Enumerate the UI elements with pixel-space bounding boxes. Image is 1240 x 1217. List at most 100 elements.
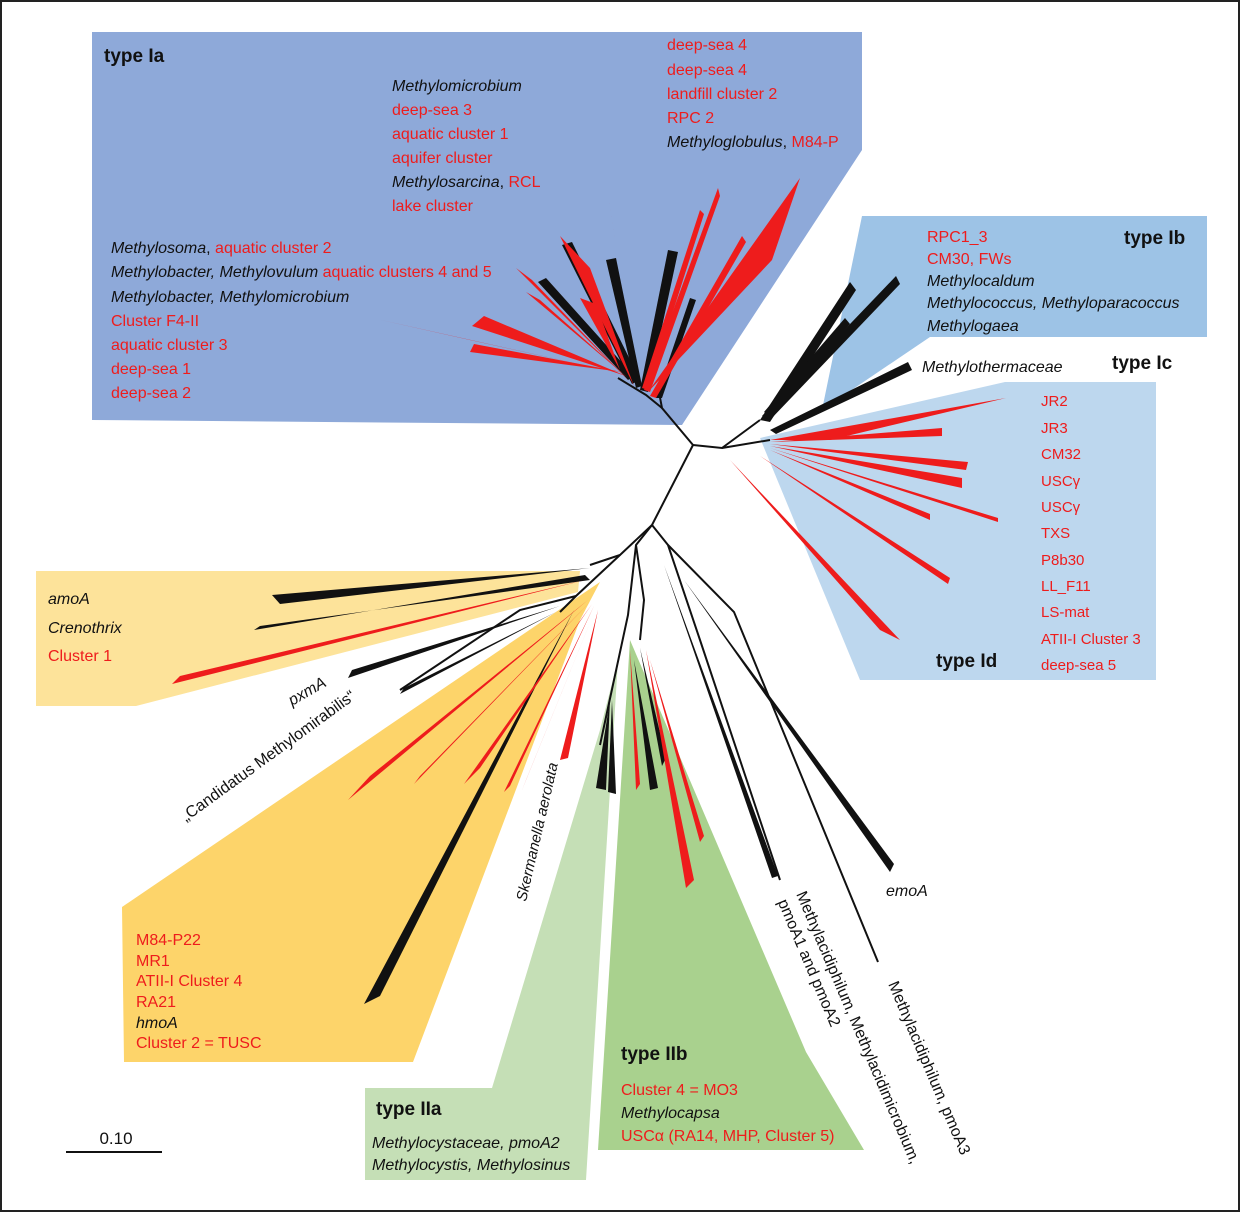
ib-label-methylocaldum: Methylocaldum (927, 273, 1035, 290)
id-label-1: JR3 (1041, 420, 1068, 437)
ib-label-cm30-fws: CM30, FWs (927, 251, 1011, 268)
hmoa-label-ra21: RA21 (136, 994, 176, 1011)
amoa-black-wedge (272, 568, 590, 604)
ia-black-wedge-1 (640, 250, 678, 392)
ia-label-methyloglobulus: Methyloglobulus (667, 134, 783, 151)
id-label-3: USCγ (1041, 473, 1081, 490)
skermanella-black-wedge (596, 700, 610, 790)
label-emoa: emoA (886, 883, 928, 900)
ia-black-wedge-4 (538, 278, 634, 380)
ia-label-rcl: RCL (509, 174, 541, 191)
id-label-5: TXS (1041, 525, 1070, 542)
ia-label-methylomicrobium: Methylomicrobium (392, 78, 522, 95)
cluster1-red-wedge (172, 580, 585, 684)
ic-label-methylothermaceae: Methylothermaceae (922, 359, 1063, 376)
ib-black-wedge-3 (764, 318, 850, 416)
ia-label-m84p: M84-P (792, 134, 839, 151)
ia-label-methylobacter-methylovulum: Methylobacter, Methylovulum (111, 264, 318, 281)
ia-red-wedge-9 (354, 314, 624, 374)
ia-red-wedge-10 (470, 344, 622, 372)
ib-label-methylococcus: Methylococcus, Methyloparacoccus (927, 295, 1180, 312)
ia-red-wedge-3 (642, 210, 704, 390)
ia-label-methylosarcina: Methylosarcina (392, 174, 500, 191)
hmoA-region (122, 582, 600, 1062)
label-cluster-1: Cluster 1 (48, 648, 112, 665)
ia-label-aquifer-cluster: aquifer cluster (392, 150, 493, 167)
label-amoa: amoA (48, 591, 90, 608)
ia-label-methylosoma: Methylosoma (111, 240, 206, 257)
hmoa-red-wedge-5 (522, 608, 596, 790)
hmoa-red-wedge-6 (560, 610, 598, 760)
ia-label-cluster-f4-ii: Cluster F4-II (111, 313, 199, 330)
label-crenothrix: Crenothrix (48, 620, 123, 637)
ib-label-methylogaea: Methylogaea (927, 318, 1019, 335)
ia-label-landfill: landfill cluster 2 (667, 86, 777, 103)
iia-label-methylocystis: Methylocystis, Methylosinus (372, 1157, 570, 1174)
label-pxma: pxmA (285, 674, 330, 710)
id-red-wedge-7 (760, 456, 950, 584)
hmoa-label-mr1: MR1 (136, 953, 170, 970)
type-id-header: type Id (936, 651, 997, 672)
type-ic-header: type Ic (1112, 353, 1173, 374)
ia-red-wedge-12 (650, 236, 746, 398)
type-ia-header: type Ia (104, 46, 165, 67)
iib-label-cluster-4: Cluster 4 = MO3 (621, 1082, 738, 1099)
ia-label-lake-cluster: lake cluster (392, 198, 474, 215)
id-red-wedge-6 (770, 450, 930, 520)
hmoa-label-m84-p22: M84-P22 (136, 932, 201, 949)
pmoa12-black-wedge (664, 565, 778, 878)
id-red-wedge-5 (770, 448, 998, 522)
ia-red-wedge-7 (526, 292, 628, 378)
type-iib-region (598, 640, 864, 1150)
id-label-9: ATII-I Cluster 3 (1041, 631, 1141, 648)
ia-label-deep-sea-3: deep-sea 3 (392, 102, 472, 119)
type-ib-header: type Ib (1124, 228, 1185, 249)
amoA-region (36, 571, 580, 706)
id-red-wedge-3 (770, 444, 968, 470)
emoa-black-wedge (684, 580, 894, 872)
iia-label-methylocystaceae: Methylocystaceae, pmoA2 (372, 1135, 560, 1152)
ia-label-deep-sea-1: deep-sea 1 (111, 361, 191, 378)
type-iia-region (365, 660, 618, 1180)
crenothrix-black-wedge (254, 575, 590, 630)
hmoa-label-hmoa: hmoA (136, 1015, 178, 1032)
type-ia-right-column: deep-sea 4 deep-sea 4 landfill cluster 2… (667, 37, 777, 127)
black-branches (254, 242, 912, 1004)
hmoa-red-wedge-1 (348, 600, 588, 800)
ia-label-aquatic-cluster-2: aquatic cluster 2 (215, 240, 332, 257)
ia-label-aquatic-cluster-3: aquatic cluster 3 (111, 337, 228, 354)
ia-label-aquatic-cluster-1: aquatic cluster 1 (392, 126, 509, 143)
ia-label-deep-sea-4a: deep-sea 4 (667, 37, 747, 54)
scale-bar: 0.10 (66, 1129, 162, 1153)
hmoa-label-atii-i-cluster-4: ATII-I Cluster 4 (136, 973, 242, 990)
iib-black-wedge-2 (640, 648, 666, 766)
scale-bar-label: 0.10 (99, 1129, 132, 1148)
ib-label-rpc1-3: RPC1_3 (927, 229, 988, 246)
id-label-4: USCγ (1041, 499, 1081, 516)
pxma-black-wedge (348, 606, 560, 678)
ib-black-wedge-1 (760, 282, 856, 422)
hmoa-red-wedge-3 (464, 604, 592, 784)
ia-label-deep-sea-2: deep-sea 2 (111, 385, 191, 402)
ia-red-wedge-8 (472, 316, 626, 376)
red-branches (172, 165, 1006, 888)
ia-black-wedge-2 (606, 258, 642, 388)
ia-label-methylobacter-methylovulum-line: Methylobacter, Methylovulum aquatic clus… (111, 264, 492, 281)
id-red-wedge-1 (770, 398, 1006, 440)
id-red-wedge-4 (770, 446, 962, 488)
iib-red-wedge-3 (650, 660, 704, 842)
hmoa-label-cluster-2: Cluster 2 = TUSC (136, 1035, 262, 1052)
id-label-6: P8b30 (1041, 552, 1084, 569)
mirabilis-black-wedge (400, 612, 556, 694)
tree-backbone (399, 377, 879, 963)
iib-label-methylocapsa: Methylocapsa (621, 1105, 720, 1122)
ia-label-methylobacter-methylomicrobium: Methylobacter, Methylomicrobium (111, 289, 349, 306)
ia-label-rpc2: RPC 2 (667, 110, 714, 127)
ic-black-wedge (770, 362, 912, 434)
ia-label-aquatic-clusters-4-5: aquatic clusters 4 and 5 (323, 264, 492, 281)
ia-label-methyloglobulus-line: Methyloglobulus, M84-P (667, 134, 839, 151)
iib-red-wedge-2 (646, 650, 694, 888)
iib-red-wedge-1 (630, 650, 640, 790)
